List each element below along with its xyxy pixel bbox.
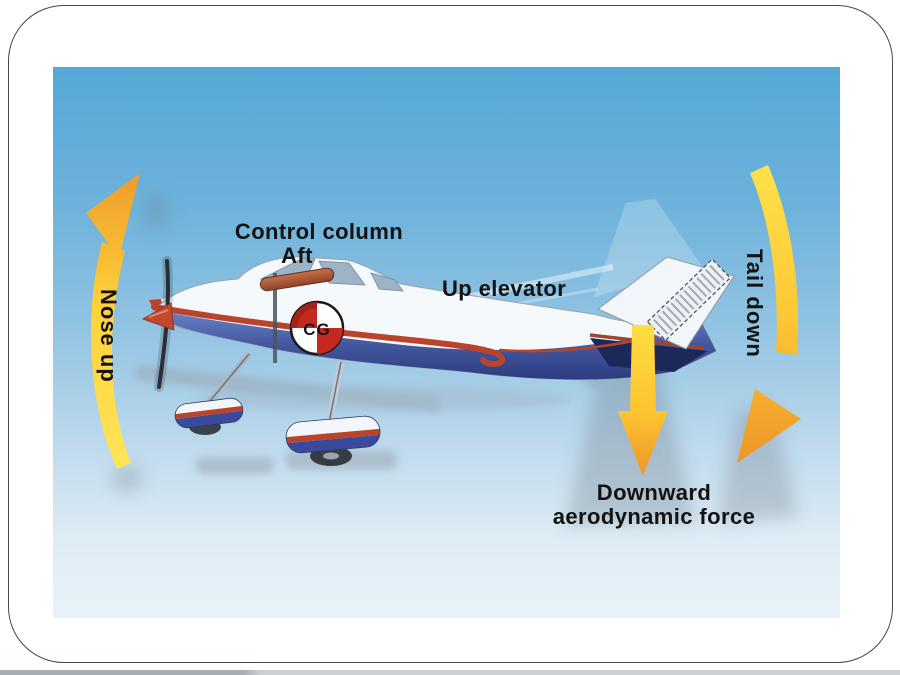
tail-down-label: Tail down: [742, 249, 767, 358]
nose-up-label: Nose up: [96, 289, 121, 383]
downward-force-label-line2: aerodynamic force: [552, 504, 756, 529]
landing-gear: [173, 352, 382, 466]
airplane: CG: [142, 256, 735, 466]
near-wheel-pant: [284, 414, 382, 455]
spinner: [142, 302, 175, 331]
screen-edge-strip: [0, 670, 900, 675]
downward-force-label: Downward aerodynamic force: [553, 481, 755, 529]
pitch-control-diagram: CG Nose up Control column Aft Up elevato…: [53, 67, 840, 618]
up-elevator-label: Up elevator: [442, 276, 567, 301]
control-column-label-line2: Aft: [281, 243, 313, 268]
cg-marker: CG: [289, 300, 345, 356]
far-wheel-pant: [173, 396, 245, 430]
cg-label: CG: [303, 320, 331, 339]
tail-down-arrow: [737, 165, 801, 463]
downforce-arrow: [618, 325, 668, 476]
nose-up-arrow: [86, 173, 140, 469]
fuselage-belly: [154, 310, 716, 380]
red-cheatline: [151, 304, 505, 368]
control-column-label-line1: Control column: [234, 219, 404, 244]
airplane-illustration: CG: [86, 165, 801, 525]
downward-force-label-line1: Downward: [596, 480, 712, 505]
control-column-rod: [259, 267, 335, 292]
elevator-ribbed: [646, 258, 732, 342]
